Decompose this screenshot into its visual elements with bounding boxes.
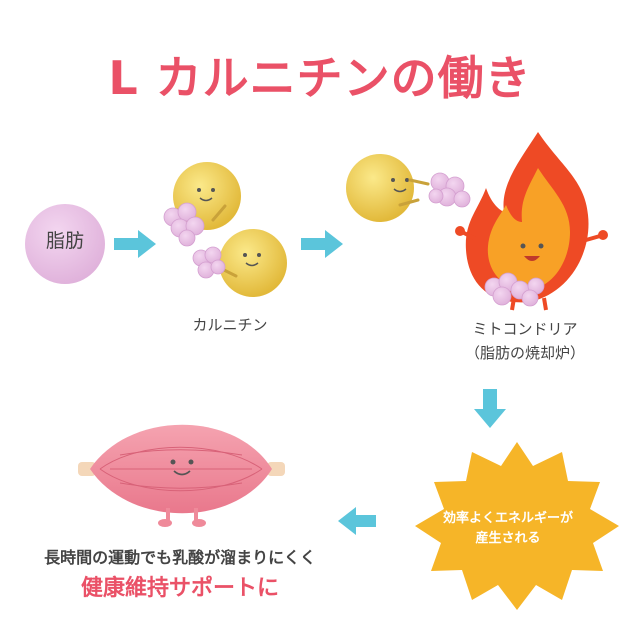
- arrow-right-icon: [301, 230, 343, 258]
- mitochondria-sub-label: （脂肪の焼却炉）: [464, 344, 585, 362]
- flame-mitochondria-character: [455, 132, 608, 311]
- fat-bubble-cluster: [192, 246, 226, 279]
- fat-bubble-cluster: [428, 172, 471, 208]
- bottom-caption-line2: 健康維持サポートに: [80, 576, 279, 601]
- carnitine-label: カルニチン: [192, 316, 268, 334]
- arrow-left-icon: [338, 507, 376, 535]
- energy-text-line2: 産生される: [475, 531, 541, 546]
- fat-label: 脂肪: [45, 230, 84, 252]
- energy-text-line1: 効率よくエネルギーが: [442, 511, 573, 526]
- carnitine-character-carrying: [346, 154, 430, 222]
- carnitine-character-bottom: [219, 229, 287, 297]
- bottom-caption-line1: 長時間の運動でも乳酸が溜まりにくく: [44, 548, 316, 567]
- arrow-down-icon: [474, 389, 506, 428]
- energy-text: 効率よくエネルギーが 産生される: [400, 509, 616, 549]
- mitochondria-label: ミトコンドリア: [472, 320, 578, 338]
- fat-bubble-cluster: [163, 202, 205, 247]
- energy-burst-shape: [415, 442, 619, 610]
- fat-bubble-cluster: [484, 272, 545, 307]
- arrow-right-icon: [114, 230, 156, 258]
- fat-circle: [25, 204, 105, 284]
- page-title: L カルニチンの働き: [108, 51, 532, 105]
- muscle-character: [78, 424, 285, 527]
